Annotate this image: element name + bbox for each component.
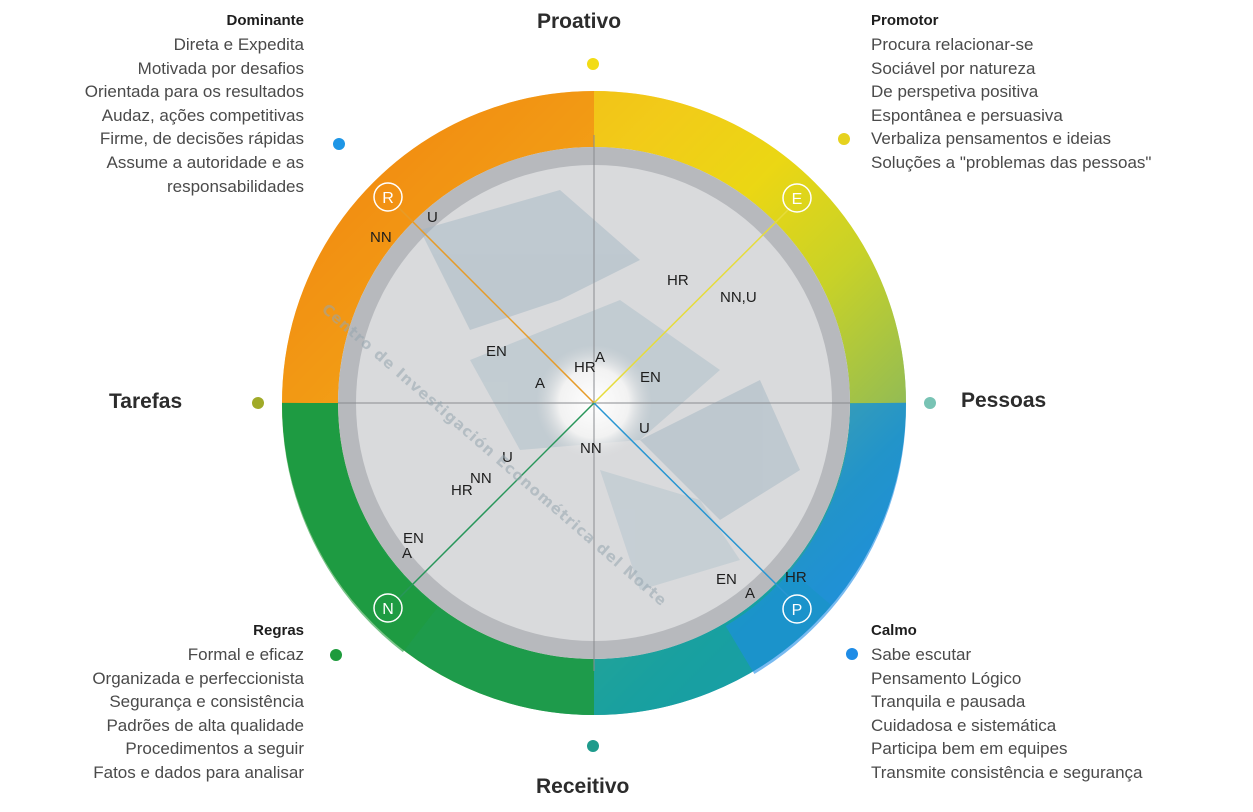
dominante-line: Motivada por desafios <box>137 58 304 78</box>
badge-n: N <box>373 593 403 623</box>
tarefas-dot <box>252 397 264 409</box>
marker-n-a: A <box>402 545 412 562</box>
marker-p-en: EN <box>716 571 737 588</box>
line-e <box>593 207 791 404</box>
axis-label-bottom: Receitivo <box>536 775 630 798</box>
regras-line: Fatos e dados para analisar <box>93 762 304 782</box>
promotor-line: Espontânea e persuasiva <box>871 105 1063 125</box>
dominante-line: Orientada para os resultados <box>84 82 304 102</box>
calmo-line: Participa bem em equipes <box>871 739 1068 759</box>
marker-e-hr: HR <box>667 272 689 289</box>
promotor-line: Soluções a "problemas das pessoas" <box>871 152 1152 172</box>
regras-line: Formal e eficaz <box>187 645 304 664</box>
promotor-line: Verbaliza pensamentos e ideias <box>871 129 1112 149</box>
dominante-line: Direta e Expedita <box>173 35 304 54</box>
marker-p-a: A <box>745 585 755 602</box>
calmo-line: Sabe escutar <box>871 645 972 664</box>
svg-text:N: N <box>382 601 394 618</box>
regras-dot <box>330 649 342 661</box>
pessoas-dot <box>924 397 936 409</box>
proativo-dot <box>587 58 599 70</box>
dominante-line: Firme, de decisões rápidas <box>99 129 304 149</box>
dominante-line: Assume a autoridade e as <box>106 152 304 172</box>
promotor-line: Sociável por natureza <box>871 58 1036 78</box>
marker-p-hr: HR <box>785 569 807 586</box>
axis-label-left: Tarefas <box>109 390 183 413</box>
badge-e: E <box>782 183 812 213</box>
line-p <box>593 402 791 599</box>
calmo-title: Calmo <box>871 622 917 639</box>
marker-r-nn: NN <box>370 229 392 246</box>
dominante-title: Dominante <box>226 12 304 29</box>
marker-center-hr: HR <box>574 359 596 376</box>
marker-n-nn: NN <box>470 470 492 487</box>
marker-e-en: EN <box>640 369 661 386</box>
marker-r-u: U <box>427 209 438 226</box>
promotor-line: De perspetiva positiva <box>871 82 1039 102</box>
marker-center-a: A <box>595 349 605 366</box>
calmo-block: Calmo Sabe escutar Pensamento Lógico Tra… <box>871 622 1143 785</box>
promotor-block: Promotor Procura relacionar-se Sociável … <box>871 12 1151 175</box>
badge-p: P <box>782 594 812 624</box>
receitivo-dot <box>587 740 599 752</box>
marker-r-a: A <box>535 375 545 392</box>
axis-label-top: Proativo <box>537 10 622 33</box>
promotor-title: Promotor <box>871 12 939 29</box>
promotor-dot <box>838 133 850 145</box>
marker-r-en: EN <box>486 343 507 360</box>
calmo-line: Tranquila e pausada <box>871 692 1026 712</box>
calmo-line: Pensamento Lógico <box>871 668 1022 688</box>
marker-n-hr: HR <box>451 482 473 499</box>
svg-text:P: P <box>792 602 803 619</box>
marker-n-en: EN <box>403 530 424 547</box>
marker-center-nn: NN <box>580 440 602 457</box>
regras-line: Segurança e consistência <box>109 692 304 712</box>
dominante-block: Dominante Direta e Expedita Motivada por… <box>85 12 304 198</box>
line-r <box>398 207 595 404</box>
marker-e-nnu: NN,U <box>720 289 757 306</box>
svg-text:R: R <box>382 190 394 207</box>
regras-line: Organizada e perfeccionista <box>92 668 304 688</box>
regras-block: Regras Formal e eficaz Organizada e perf… <box>92 622 304 785</box>
calmo-line: Cuidadosa e sistemática <box>871 715 1057 735</box>
marker-p-u: U <box>639 420 650 437</box>
badge-r: R <box>373 182 403 212</box>
outer-color-ring <box>281 91 907 715</box>
dominante-line: responsabilidades <box>166 176 304 196</box>
axis-label-right: Pessoas <box>961 389 1047 412</box>
svg-text:E: E <box>792 191 803 208</box>
dominante-line: Audaz, ações competitivas <box>101 105 304 125</box>
regras-title: Regras <box>253 622 304 639</box>
marker-n-u: U <box>502 449 513 466</box>
calmo-line: Transmite consistência e segurança <box>871 762 1143 782</box>
promotor-line: Procura relacionar-se <box>871 35 1034 54</box>
calmo-dot <box>846 648 858 660</box>
dominante-dot <box>333 138 345 150</box>
regras-line: Padrões de alta qualidade <box>106 715 304 735</box>
line-n <box>398 402 595 599</box>
regras-line: Procedimentos a seguir <box>125 739 304 759</box>
